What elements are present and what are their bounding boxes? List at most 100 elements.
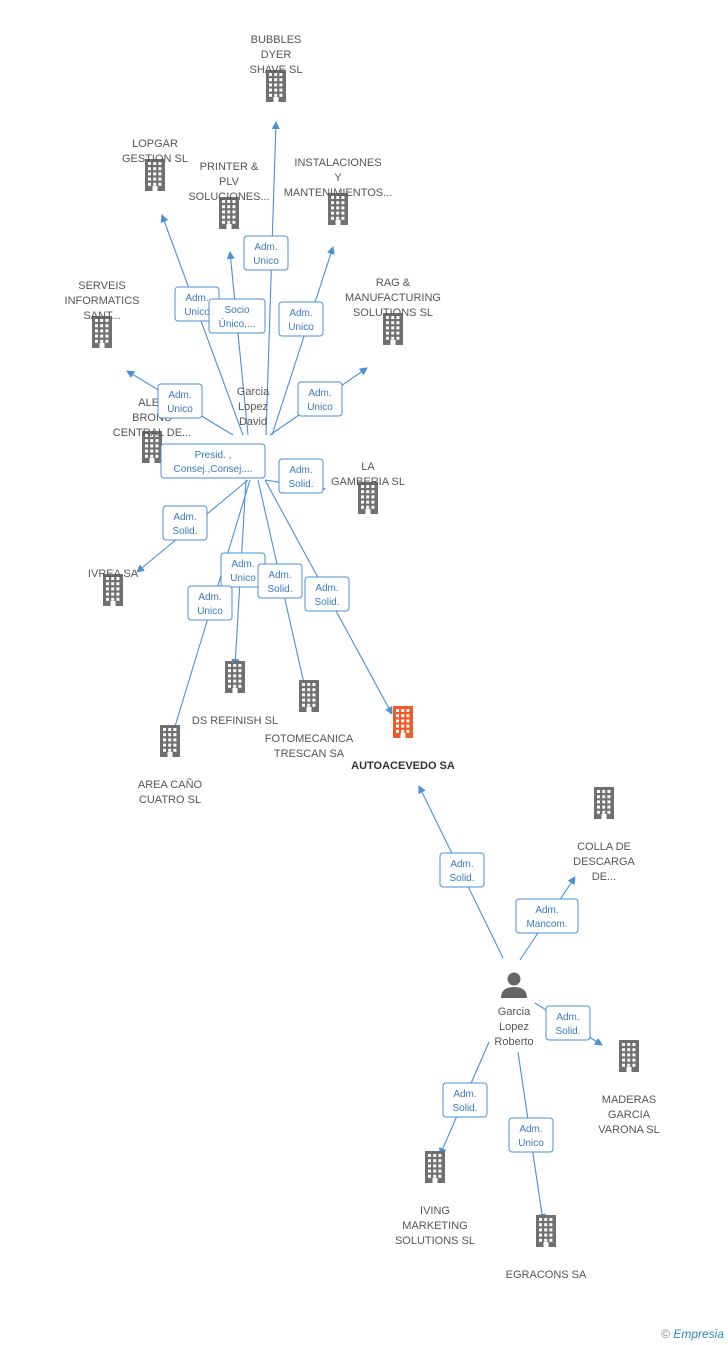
company-label-line: SHAVE SL xyxy=(250,64,303,76)
company-node-instalaciones[interactable]: INSTALACIONES Y MANTENIMIENTOS... xyxy=(284,157,393,225)
relation-tag-r-alef[interactable]: Presid. ,Consej.,Consej.... xyxy=(160,443,266,479)
relation-tag-text: Adm. xyxy=(289,465,312,476)
relation-tag-text: Adm. xyxy=(289,308,312,319)
relation-tag-text: Adm. xyxy=(198,592,221,603)
relation-tag-text: Solid. xyxy=(449,873,474,884)
company-label-line: IVING xyxy=(420,1205,450,1217)
person-label-line: Lopez xyxy=(499,1021,529,1033)
relation-tag-r-rag[interactable]: Adm. Unico xyxy=(297,381,343,417)
company-label-line: DESCARGA xyxy=(573,856,635,868)
relation-tag-text: Unico xyxy=(230,573,256,584)
relation-edge xyxy=(271,246,335,436)
relation-tag-r-bubbles[interactable]: Adm.Unico xyxy=(243,235,289,271)
relation-tag-text: Adm. xyxy=(308,388,331,399)
company-label-line: CUATRO SL xyxy=(139,794,201,806)
building-icon xyxy=(425,1151,445,1183)
relation-tag-text: Presid. , xyxy=(195,450,232,461)
footer-brand: © Empresia xyxy=(661,1327,724,1341)
relation-tag-text: Adm. xyxy=(185,293,208,304)
relation-tag-text: Adm. xyxy=(556,1012,579,1023)
company-label-line: COLLA DE xyxy=(577,841,631,853)
company-node-dsrefinish[interactable]: DS REFINISH SL xyxy=(192,661,278,727)
building-icon xyxy=(225,661,245,693)
building-icon xyxy=(383,313,403,345)
relation-tag-text: Solid. xyxy=(288,479,313,490)
relation-tag-text: Unico xyxy=(518,1138,544,1149)
relation-tag-text: Adm. xyxy=(453,1089,476,1100)
company-label-line: MANUFACTURING xyxy=(345,292,441,304)
relation-tag-text: Unico xyxy=(307,402,333,413)
relation-tag-r-serveis[interactable]: Adm. Unico xyxy=(157,383,203,419)
copyright-symbol: © xyxy=(661,1327,670,1341)
company-label-line: PRINTER & xyxy=(200,161,259,173)
company-label-line: SOLUTIONS SL xyxy=(395,1235,475,1247)
relation-tag-r-fotomecanica[interactable]: Adm.Solid. xyxy=(257,563,303,599)
building-icon xyxy=(299,680,319,712)
relation-tag-r-lopgar[interactable]: Adm. Unico xyxy=(174,286,220,322)
relation-tag-text: Unico xyxy=(253,256,279,267)
company-node-egracons[interactable]: EGRACONS SA xyxy=(506,1215,587,1281)
relation-tag-r-autoacevedo-roberto[interactable]: Adm.Solid. xyxy=(439,852,485,888)
building-icon xyxy=(266,70,286,102)
company-node-serveis[interactable]: SERVEISINFORMATICSSANT... xyxy=(65,280,140,348)
relation-tag-r-dsrefinish[interactable]: Adm.Unico xyxy=(220,552,266,588)
building-icon xyxy=(160,725,180,757)
relation-tag-text: Adm. xyxy=(315,583,338,594)
relation-tag-r-printer[interactable]: SocioÚnico,... xyxy=(208,298,266,334)
company-label-line: Y xyxy=(334,172,342,184)
building-icon xyxy=(536,1215,556,1247)
company-label-line: DYER xyxy=(261,49,292,61)
company-label-line: FOTOMECANICA xyxy=(265,733,354,745)
company-node-autoacevedo[interactable]: AUTOACEVEDO SA xyxy=(351,706,455,772)
relation-tag-r-instalaciones[interactable]: Adm.Unico xyxy=(278,301,324,337)
relation-tag-r-egracons[interactable]: Adm. Unico xyxy=(508,1117,554,1153)
relation-tag-text: Unico xyxy=(197,606,223,617)
company-label-line: INSTALACIONES xyxy=(294,157,381,169)
company-label-line: TRESCAN SA xyxy=(274,748,345,760)
building-icon xyxy=(103,574,123,606)
relation-tag-r-areacano[interactable]: Adm. Unico xyxy=(187,585,233,621)
relation-tag-r-autoacevedo-david[interactable]: Adm.Solid. xyxy=(304,576,350,612)
building-icon xyxy=(358,482,378,514)
company-label-line: GESTION SL xyxy=(122,153,188,165)
building-icon xyxy=(145,159,165,191)
company-label-line: VARONA SL xyxy=(598,1124,660,1136)
company-node-printer[interactable]: PRINTER &PLVSOLUCIONES... xyxy=(188,161,270,229)
relation-tag-r-iving[interactable]: Adm. Solid. xyxy=(442,1082,488,1118)
company-node-ivrea[interactable]: IVREA SA xyxy=(88,568,139,606)
brand-logo-text[interactable]: Empresia xyxy=(673,1327,724,1341)
relation-tag-text: Único,... xyxy=(219,317,256,330)
relation-tag-text: Adm. xyxy=(519,1124,542,1135)
relation-tag-text: Adm. xyxy=(168,390,191,401)
relation-tag-text: Unico xyxy=(184,307,210,318)
relation-tag-text: Solid. xyxy=(452,1103,477,1114)
company-label-line: IVREA SA xyxy=(88,568,139,580)
person-label-line: Roberto xyxy=(494,1036,533,1048)
relation-tag-r-ivrea[interactable]: Adm.Solid. xyxy=(162,505,208,541)
relation-tag-text: Unico xyxy=(167,404,193,415)
relation-tag-r-lagamberia[interactable]: Adm. Solid. xyxy=(278,458,324,494)
company-node-fotomecanica[interactable]: FOTOMECANICA TRESCAN SA xyxy=(265,680,354,760)
company-label-line: GAMBERIA SL xyxy=(331,476,405,488)
relation-tag-r-colla[interactable]: Adm.Mancom. xyxy=(515,898,579,934)
relation-edge xyxy=(265,121,280,436)
person-label-line: David xyxy=(239,416,267,428)
company-label-line: RAG & xyxy=(376,277,411,289)
company-label-line: MANTENIMIENTOS... xyxy=(284,187,393,199)
company-node-colla[interactable]: COLLA DEDESCARGADE... xyxy=(573,787,636,883)
relation-tag-text: Adm. xyxy=(173,512,196,523)
building-icon xyxy=(619,1040,639,1072)
building-icon xyxy=(92,316,112,348)
relation-tag-r-maderas[interactable]: Adm.Solid. xyxy=(545,1005,591,1041)
